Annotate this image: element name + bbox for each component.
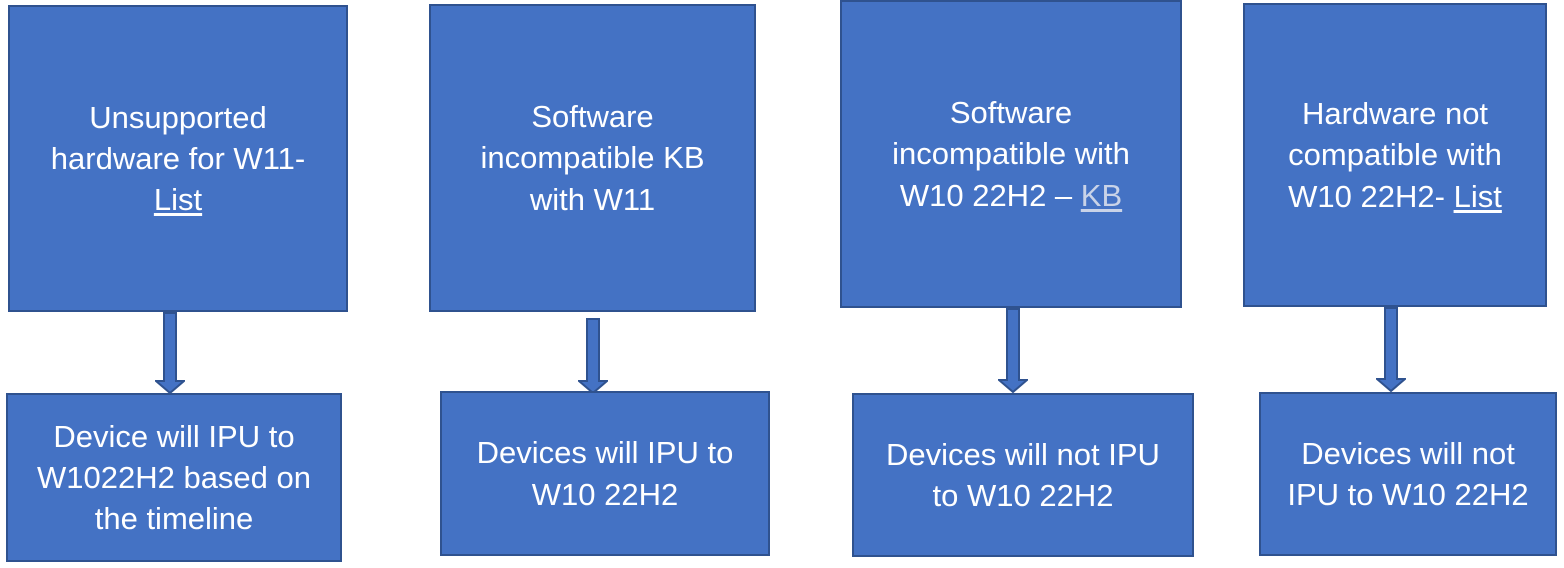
- box-text-line: W10 22H2-: [1288, 178, 1454, 214]
- down-arrow-icon: [155, 312, 185, 394]
- software-incompatible-w10-22h2-box: Software incompatible with W10 22H2 – KB: [840, 0, 1182, 308]
- box-text-line: incompatible with: [892, 136, 1130, 172]
- box-text-line: IPU to W10 22H2: [1287, 477, 1529, 512]
- box-text-line: hardware for W11-: [50, 140, 306, 176]
- down-arrow-icon: [998, 308, 1028, 393]
- down-arrow-icon: [578, 318, 608, 394]
- software-incompatible-kb-w11-box: Software incompatible KB with W11: [429, 4, 756, 312]
- box-text-line: Device will IPU to: [53, 418, 295, 454]
- list-link[interactable]: List: [1453, 178, 1502, 214]
- box-text-line: Devices will not: [1301, 435, 1515, 471]
- box-text-line: with W11: [529, 181, 656, 217]
- box-text-line: Devices will not IPU: [886, 436, 1160, 472]
- kb-link[interactable]: KB: [1080, 177, 1123, 213]
- box-text-line: Unsupported: [89, 99, 267, 135]
- devices-will-ipu-w10-box: Devices will IPU to W10 22H2: [440, 391, 770, 556]
- device-will-ipu-timeline-box: Device will IPU to W1022H2 based on the …: [6, 393, 342, 562]
- list-link[interactable]: List: [153, 182, 203, 218]
- box-text-line: Devices will IPU to: [476, 435, 734, 471]
- box-text-line: compatible with: [1288, 137, 1502, 173]
- box-text-line: W1022H2 based on: [36, 459, 312, 495]
- box-text-line: incompatible KB: [480, 140, 705, 176]
- down-arrow-icon: [1376, 307, 1406, 392]
- hardware-not-compatible-w10-22h2-box: Hardware not compatible with W10 22H2- L…: [1243, 3, 1547, 307]
- box-text-line: to W10 22H2: [932, 478, 1114, 513]
- unsupported-hardware-w11-box: Unsupported hardware for W11- List: [8, 5, 348, 312]
- box-text-line: W10 22H2: [531, 476, 679, 512]
- box-text-line: Software: [531, 99, 654, 135]
- box-text-line: W10 22H2 –: [899, 177, 1081, 213]
- devices-will-not-ipu-box-1: Devices will not IPU to W10 22H2: [852, 393, 1194, 557]
- box-text-line: the timeline: [94, 501, 254, 537]
- devices-will-not-ipu-box-2: Devices will not IPU to W10 22H2: [1259, 392, 1557, 556]
- box-text-line: Hardware not: [1301, 96, 1489, 132]
- box-text-line: Software: [949, 95, 1073, 131]
